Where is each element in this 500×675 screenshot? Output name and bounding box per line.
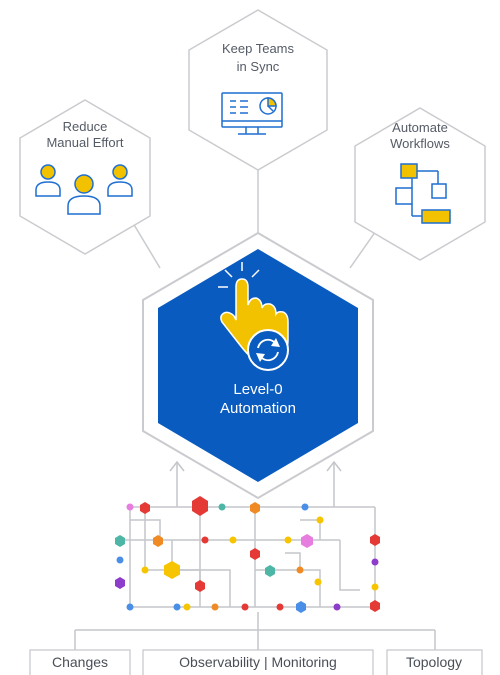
network-node	[126, 603, 134, 611]
network-node	[276, 603, 284, 611]
monitor-dashboard-icon	[221, 92, 283, 135]
network-node	[296, 601, 306, 613]
hexagon-automate-workflows: Automate Workflows	[354, 107, 486, 261]
network-node	[195, 580, 205, 592]
network-nodes	[115, 496, 380, 613]
center-label-2: Automation	[220, 400, 296, 417]
network-node	[316, 516, 324, 524]
network-node	[265, 565, 275, 577]
hexagon-automate-label-2: Workflows	[390, 136, 450, 151]
network-node	[164, 561, 180, 579]
network-node	[115, 577, 125, 589]
refresh-circle	[247, 329, 289, 371]
tap-rays	[218, 262, 260, 288]
network-node	[241, 603, 249, 611]
hexagon-reduce-manual-effort: Reduce Manual Effort	[19, 99, 151, 255]
hexagon-sync-label-2: in Sync	[237, 59, 280, 74]
network-node	[115, 535, 125, 547]
network-node	[229, 536, 237, 544]
source-changes-label: Changes	[52, 654, 108, 670]
network-node	[126, 503, 134, 511]
network-node	[183, 603, 191, 611]
network-node	[218, 503, 226, 511]
hexagon-sync-shape	[188, 9, 328, 171]
network-node	[301, 534, 313, 548]
network-node	[211, 603, 219, 611]
network-node	[371, 558, 379, 566]
network-node	[192, 496, 208, 516]
network-node	[370, 534, 380, 546]
hexagon-automate-shape	[354, 107, 486, 261]
hexagon-reduce-label-2: Manual Effort	[46, 135, 123, 150]
source-topology-box	[386, 649, 483, 675]
network-node	[153, 535, 163, 547]
network-node	[116, 556, 124, 564]
network-node	[370, 600, 380, 612]
connector-reduce	[129, 217, 161, 269]
hexagon-keep-teams-in-sync: Keep Teams in Sync	[188, 9, 328, 171]
network-node	[201, 536, 209, 544]
network-node	[296, 566, 304, 574]
people-icon	[35, 164, 133, 215]
network-node	[301, 503, 309, 511]
source-topology: Topology	[386, 649, 483, 675]
source-changes: Changes	[29, 649, 131, 675]
network-node	[141, 566, 149, 574]
network-node	[333, 603, 341, 611]
network-node	[173, 603, 181, 611]
center-label-1: Level-0	[233, 381, 282, 398]
source-topology-label: Topology	[406, 654, 462, 670]
source-observability-box	[142, 649, 374, 675]
hexagon-automate-label-1: Automate	[392, 120, 448, 135]
arrow-right-head	[326, 460, 342, 472]
arrow-left-head	[169, 460, 185, 472]
network-graph	[115, 496, 380, 613]
source-changes-box	[29, 649, 131, 675]
workflow-flowchart-icon	[395, 163, 451, 224]
network-node	[250, 502, 260, 514]
source-bracket	[74, 612, 436, 650]
network-edges	[120, 506, 376, 608]
source-observability-label: Observability | Monitoring	[179, 654, 337, 670]
tap-finger-refresh-icon	[218, 262, 289, 371]
source-observability-monitoring: Observability | Monitoring	[142, 649, 374, 675]
upward-arrows	[169, 460, 342, 507]
hexagon-level-0-automation: Level-0 Automation	[142, 231, 374, 500]
hexagon-reduce-label-1: Reduce	[63, 119, 108, 134]
network-node	[140, 502, 150, 514]
network-node	[250, 548, 260, 560]
network-node	[284, 536, 292, 544]
hexagon-sync-label-1: Keep Teams	[222, 41, 295, 56]
network-node	[314, 578, 322, 586]
network-node	[371, 583, 379, 591]
